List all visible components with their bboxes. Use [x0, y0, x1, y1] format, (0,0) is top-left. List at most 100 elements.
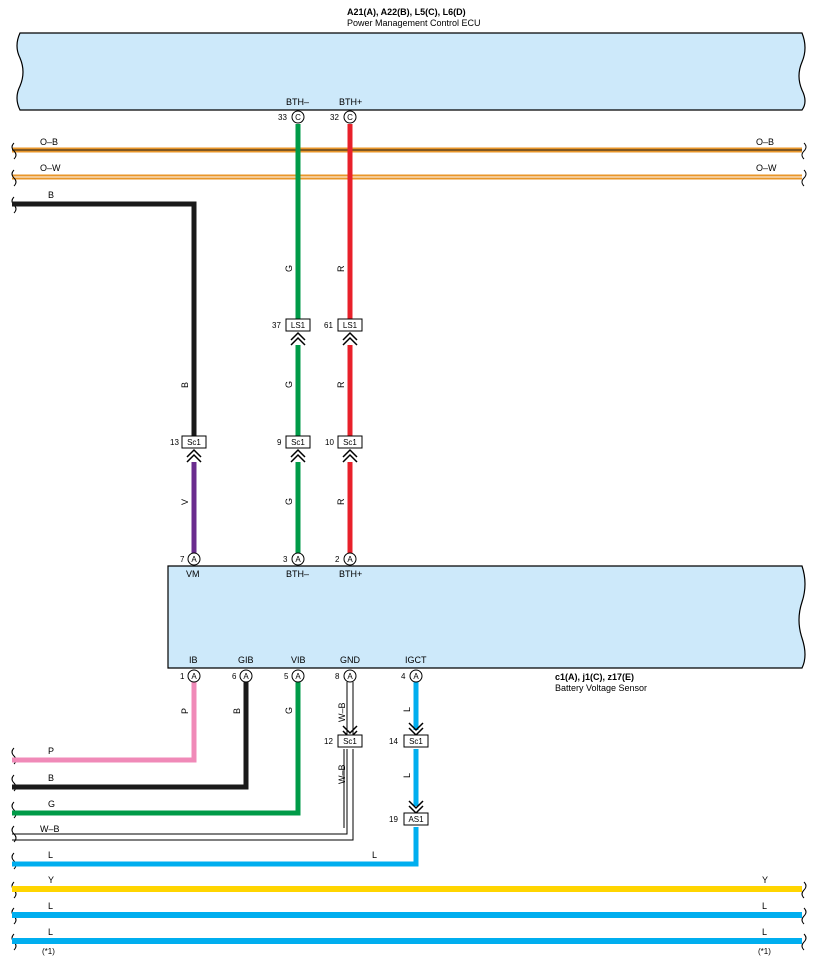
orange-black-label-left: O–B	[40, 137, 58, 147]
ecu-terminal-bth-minus: C 33 BTH–	[278, 97, 309, 124]
sensor-name-label: Battery Voltage Sensor	[555, 683, 647, 693]
svg-text:Sc1: Sc1	[291, 438, 305, 447]
svg-text:3: 3	[283, 555, 288, 564]
svg-text:AS1: AS1	[408, 815, 424, 824]
ecu-box	[16, 32, 806, 111]
sensor-terminal-vib: VIB A 5	[284, 655, 306, 683]
white-black-wire	[12, 682, 354, 841]
svg-text:IGCT: IGCT	[405, 655, 427, 665]
sensor-terminal-gib: GIB A 6	[232, 655, 254, 683]
svg-text:A: A	[191, 672, 197, 681]
svg-text:6: 6	[232, 672, 237, 681]
junction-sc1-gnd: Sc1 12	[324, 725, 363, 748]
svg-text:LS1: LS1	[343, 321, 358, 330]
svg-text:BTH+: BTH+	[339, 569, 362, 579]
green-wire-label-1: G	[284, 265, 294, 272]
svg-text:GND: GND	[340, 655, 361, 665]
svg-text:32: 32	[330, 113, 339, 122]
green-wire-label-3: G	[284, 498, 294, 505]
svg-text:GIB: GIB	[238, 655, 254, 665]
junction-ls1-red: LS1 61	[324, 318, 363, 346]
blue-wire-label-horiz-right: L	[372, 850, 377, 860]
svg-text:BTH–: BTH–	[286, 569, 309, 579]
junction-as1-blue: AS1 19	[389, 800, 429, 826]
white-black-label-horiz: W–B	[40, 824, 60, 834]
green-wire-bottom-label-vert: G	[284, 707, 294, 714]
svg-text:A: A	[243, 672, 249, 681]
black-wire-label-top: B	[48, 190, 54, 200]
blue-wire-label-horiz-left: L	[48, 850, 53, 860]
svg-text:A: A	[347, 555, 353, 564]
junction-sc1-blue: Sc1 14	[389, 722, 429, 748]
blue-lower-1-label-left: L	[48, 901, 53, 911]
svg-text:19: 19	[389, 815, 398, 824]
svg-text:Sc1: Sc1	[409, 737, 423, 746]
svg-text:VM: VM	[186, 569, 200, 579]
svg-text:13: 13	[170, 438, 179, 447]
yellow-wire-label-right: Y	[762, 875, 768, 885]
orange-black-label-right: O–B	[756, 137, 774, 147]
svg-text:C: C	[347, 113, 353, 122]
junction-sc1-green: Sc1 9	[277, 435, 311, 463]
svg-text:1: 1	[180, 672, 185, 681]
svg-text:C: C	[295, 113, 301, 122]
ecu-connectors-label: A21(A), A22(B), L5(C), L6(D)	[347, 7, 466, 17]
blue-lower-1-label-right: L	[762, 901, 767, 911]
black-wire-bottom	[12, 682, 249, 790]
sensor-terminal-bth-plus: A 2 BTH+	[335, 552, 362, 579]
yellow-wire-label-left: Y	[48, 875, 54, 885]
sensor-terminal-vm: A 7 VM	[180, 552, 201, 579]
svg-text:4: 4	[401, 672, 406, 681]
break-marks-right	[801, 142, 807, 951]
blue-lower-2-label-right: L	[762, 927, 767, 937]
sensor-terminal-igct: IGCT A 4	[401, 655, 427, 683]
svg-text:61: 61	[324, 321, 333, 330]
svg-text:2: 2	[335, 555, 340, 564]
svg-text:9: 9	[277, 438, 282, 447]
black-wire-top	[12, 201, 197, 437]
blue-wire-3	[12, 827, 419, 867]
svg-text:A: A	[295, 672, 301, 681]
svg-text:10: 10	[325, 438, 334, 447]
svg-text:A: A	[413, 672, 419, 681]
svg-text:33: 33	[278, 113, 287, 122]
junction-sc1-black: Sc1 13	[170, 435, 207, 463]
sensor-terminal-gnd: GND A 8	[335, 655, 361, 683]
sensor-box	[167, 565, 806, 669]
orange-white-label-left: O–W	[40, 163, 61, 173]
svg-text:Sc1: Sc1	[343, 438, 357, 447]
violet-wire-label: V	[180, 499, 190, 505]
pink-wire	[12, 682, 197, 763]
svg-text:A: A	[295, 555, 301, 564]
white-black-label-2: W–B	[337, 764, 347, 784]
svg-text:8: 8	[335, 672, 340, 681]
footnote-right: (*1)	[758, 947, 771, 956]
junction-ls1-green: LS1 37	[272, 318, 311, 346]
footnote-left: (*1)	[42, 947, 55, 956]
red-wire-label-1: R	[336, 265, 346, 272]
blue-wire-label-1: L	[402, 707, 412, 712]
svg-text:BTH+: BTH+	[339, 97, 362, 107]
ecu-terminal-bth-plus: C 32 BTH+	[330, 97, 362, 124]
ecu-name-label: Power Management Control ECU	[347, 18, 481, 28]
break-marks-left	[11, 142, 17, 951]
svg-text:LS1: LS1	[291, 321, 306, 330]
red-wire-label-2: R	[336, 381, 346, 388]
svg-text:5: 5	[284, 672, 289, 681]
svg-text:Sc1: Sc1	[187, 438, 201, 447]
svg-text:14: 14	[389, 737, 398, 746]
green-wire-bottom	[12, 682, 301, 816]
sensor-terminal-ib: IB A 1	[180, 655, 201, 683]
svg-text:A: A	[347, 672, 353, 681]
svg-text:A: A	[191, 555, 197, 564]
svg-text:Sc1: Sc1	[343, 737, 357, 746]
black-wire-label-vert: B	[180, 382, 190, 388]
svg-text:IB: IB	[189, 655, 198, 665]
pink-wire-label-horiz: P	[48, 746, 54, 756]
svg-text:7: 7	[180, 555, 185, 564]
junction-sc1-red: Sc1 10	[325, 435, 363, 463]
svg-text:VIB: VIB	[291, 655, 306, 665]
red-wire-label-3: R	[336, 498, 346, 505]
